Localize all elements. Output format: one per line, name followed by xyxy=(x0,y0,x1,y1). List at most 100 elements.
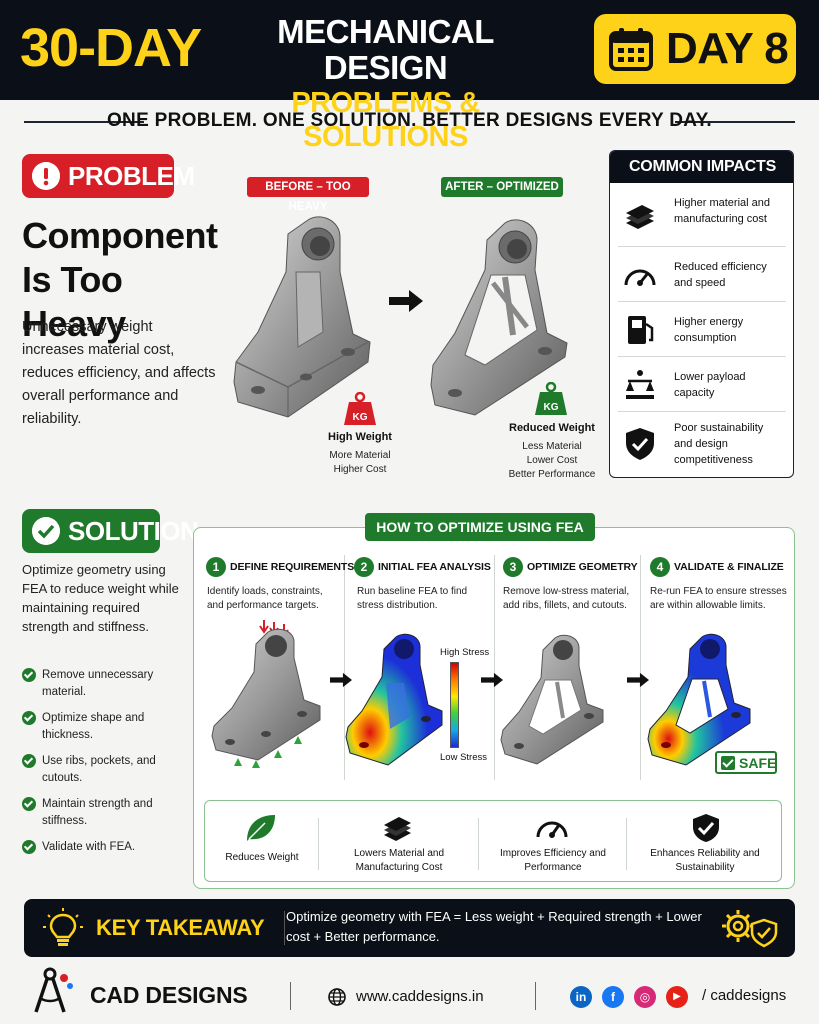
before-tag: BEFORE – TOO HEAVY xyxy=(247,177,369,213)
heavy-kg-label: KG xyxy=(353,412,368,423)
stress-color-scale xyxy=(450,662,459,748)
takeaway-divider xyxy=(284,911,285,945)
after-line: Better Performance xyxy=(508,469,596,480)
day-badge: DAY 8 xyxy=(594,14,796,84)
lightbulb-icon xyxy=(43,908,83,946)
benefit-text: Enhances Reliability and Sustainability xyxy=(650,848,760,873)
speedometer-icon xyxy=(536,821,568,838)
problem-label: PROBLEM xyxy=(68,161,195,191)
brand-name: CAD DESIGNS xyxy=(90,982,248,1008)
optimized-bracket-image xyxy=(430,219,568,416)
header: 30-DAY MECHANICAL DESIGN PROBLEMS & SOLU… xyxy=(0,0,819,153)
before-weight-title: High Weight xyxy=(328,431,392,443)
money-stack-icon xyxy=(384,817,411,841)
impacts-title: COMMON IMPACTS xyxy=(610,151,793,183)
calendar-icon xyxy=(609,28,653,71)
step-1-desc: Identify loads, constraints, and perform… xyxy=(207,586,323,611)
common-impacts-panel: COMMON IMPACTS Higher material and manuf… xyxy=(609,150,794,478)
step-4-number: 4 xyxy=(650,557,670,577)
step-divider xyxy=(640,555,641,780)
benefit-item: Improves Efficiency and Performance xyxy=(479,801,627,883)
solution-label: SOLUTION xyxy=(68,516,199,546)
tagline: ONE PROBLEM. ONE SOLUTION. BETTER DESIGN… xyxy=(106,110,713,131)
after-line: Less Material xyxy=(522,441,582,452)
step-3-title: OPTIMIZE GEOMETRY xyxy=(527,561,638,573)
benefit-text: Reduces Weight xyxy=(225,852,299,863)
safe-label: SAFE xyxy=(739,755,777,771)
fea-stress-bracket-image xyxy=(345,633,443,766)
tagline-divider-right xyxy=(675,121,795,123)
before-line: Higher Cost xyxy=(333,464,387,475)
checklist-text: Maintain strength and stiffness. xyxy=(42,798,153,827)
series-label: 30-DAY xyxy=(20,18,202,78)
after-weight-lines: Less Material Lower Cost Better Performa… xyxy=(492,440,612,482)
social-handle: / caddesigns xyxy=(702,987,787,1004)
after-weight-title: Reduced Weight xyxy=(509,422,595,434)
fea-title: HOW TO OPTIMIZE USING FEA xyxy=(365,513,595,541)
step-1-number: 1 xyxy=(206,557,226,577)
benefit-divider xyxy=(626,818,627,870)
footer-divider xyxy=(535,982,536,1010)
impact-item: Reduced efficiency and speed xyxy=(618,249,786,302)
step-4-desc: Re-run FEA to ensure stresses are within… xyxy=(650,586,787,611)
problem-heading: Component Is Too Heavy xyxy=(22,214,222,346)
check-icon xyxy=(22,668,36,682)
benefit-item: Enhances Reliability and Sustainability xyxy=(627,801,783,883)
heavy-weight-icon: KG xyxy=(344,392,376,425)
impact-item: Poor sustainability and design competiti… xyxy=(618,414,786,474)
optimized-geometry-image xyxy=(500,634,604,765)
impact-item: Higher energy consumption xyxy=(618,304,786,357)
check-icon xyxy=(22,711,36,725)
tagline-bar: ONE PROBLEM. ONE SOLUTION. BETTER DESIGN… xyxy=(24,108,795,134)
check-icon xyxy=(721,756,735,770)
validated-bracket-image xyxy=(647,633,751,766)
impact-text: Lower payload capacity xyxy=(674,371,746,399)
checklist-text: Remove unnecessary material. xyxy=(42,669,154,698)
impact-text: Higher material and manufacturing cost xyxy=(674,197,770,225)
heading-line-1: Component xyxy=(22,215,218,256)
step-4-title: VALIDATE & FINALIZE xyxy=(674,561,784,573)
solution-description: Optimize geometry using FEA to reduce we… xyxy=(22,562,179,634)
benefit-divider xyxy=(318,818,319,870)
instagram-icon[interactable]: ◎ xyxy=(634,986,656,1008)
heading-line-2: Is Too Heavy xyxy=(22,259,126,344)
youtube-icon[interactable]: ▶ xyxy=(666,986,688,1008)
impact-item: Lower payload capacity xyxy=(618,359,786,412)
checklist-text: Use ribs, pockets, and cutouts. xyxy=(42,755,156,784)
step-divider xyxy=(344,555,345,780)
footer-divider xyxy=(290,982,291,1010)
step-2-number: 2 xyxy=(354,557,374,577)
reduced-kg-label: KG xyxy=(544,402,559,413)
website-link[interactable]: www.caddesigns.in xyxy=(356,988,484,1005)
benefit-divider xyxy=(478,818,479,870)
step-2-title: INITIAL FEA ANALYSIS xyxy=(378,561,491,573)
after-tag: AFTER – OPTIMIZED xyxy=(441,177,563,197)
check-icon xyxy=(22,840,36,854)
arrow-right-icon xyxy=(330,672,352,688)
linkedin-icon[interactable]: in xyxy=(570,986,592,1008)
gear-shield-icon xyxy=(722,910,778,948)
exclamation-icon xyxy=(32,162,60,190)
impact-text: Reduced efficiency and speed xyxy=(674,261,767,289)
before-weight-lines: More Material Higher Cost xyxy=(310,449,410,477)
speedometer-icon xyxy=(624,269,656,286)
globe-icon xyxy=(328,988,346,1006)
compass-logo-icon xyxy=(34,967,73,1013)
arrow-right-icon xyxy=(481,672,503,688)
leaf-icon xyxy=(247,815,275,841)
low-stress-label: Low Stress xyxy=(440,752,487,763)
reduced-weight-icon: KG xyxy=(535,382,567,415)
problem-badge: PROBLEM xyxy=(22,154,195,198)
impact-text: Higher energy consumption xyxy=(674,316,744,344)
benefit-text: Improves Efficiency and Performance xyxy=(500,848,606,873)
arrow-right-icon xyxy=(627,672,649,688)
day-label: DAY 8 xyxy=(666,24,789,73)
step-1-title: DEFINE REQUIREMENTS xyxy=(230,561,355,573)
facebook-icon[interactable]: f xyxy=(602,986,624,1008)
step-3-desc: Remove low-stress material, add ribs, fi… xyxy=(503,586,630,611)
arrow-right-icon xyxy=(389,290,423,312)
impact-item: Higher material and manufacturing cost xyxy=(618,189,786,247)
before-line: More Material xyxy=(329,450,391,461)
heavy-bracket-image xyxy=(233,216,371,418)
page-title: MECHANICAL DESIGN PROBLEMS & SOLUTIONS xyxy=(213,14,558,154)
